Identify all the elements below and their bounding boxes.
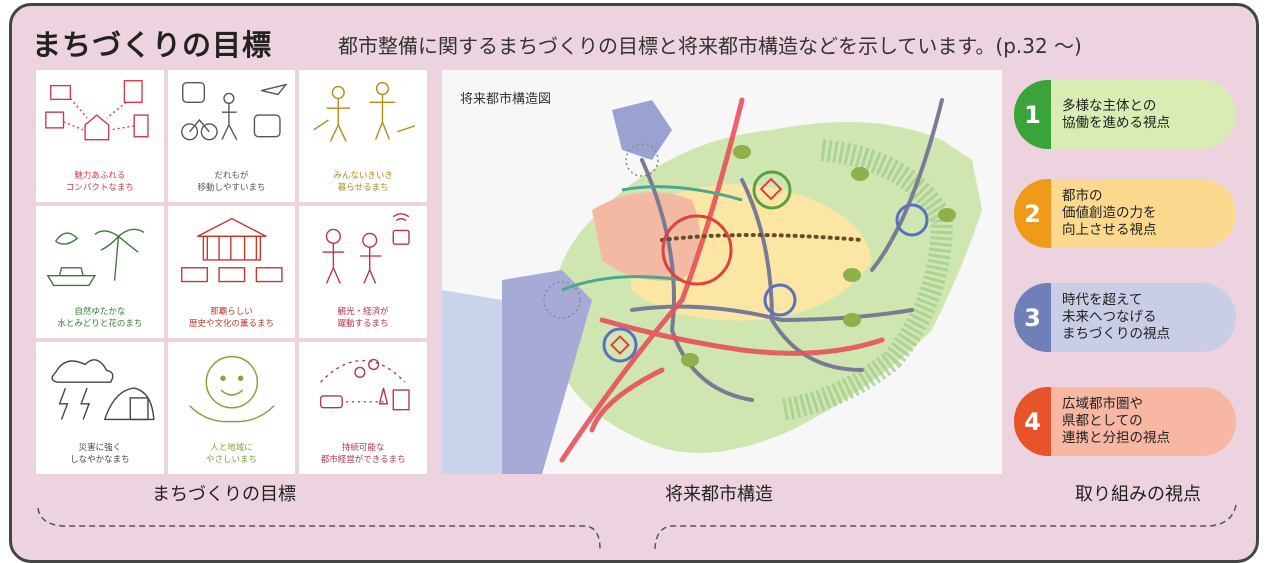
future-urban-structure-map: 将来都市構造図 xyxy=(442,70,1002,474)
dashed-brace xyxy=(37,504,1237,549)
goal-compact-city: 魅力あふれる コンパクトなまち xyxy=(36,70,164,202)
nature-illustration xyxy=(46,228,145,287)
history-culture-illustration xyxy=(180,217,283,283)
viewpoint-text: 広域都市圏や 県都としての 連携と分担の視点 xyxy=(1062,396,1170,446)
viewpoint-3: 3 時代を超えて 未来へつなげる まちづくりの視点 xyxy=(1014,283,1236,352)
goal-caption: 自然ゆたかな 水とみどりと花のまち xyxy=(57,307,143,329)
viewpoint-text: 都市の 価値創造の力を 向上させる視点 xyxy=(1062,188,1157,238)
label-structure: 将来都市構造 xyxy=(665,484,773,505)
viewpoint-text: 多様な主体との 協働を進める視点 xyxy=(1062,97,1170,131)
goal-caption: 観光・経済が 躍動するまち xyxy=(337,307,389,329)
page-title: まちづくりの目標 xyxy=(32,28,273,62)
sustainable-illustration xyxy=(320,358,410,411)
viewpoint-4: 4 広域都市圏や 県都としての 連携と分担の視点 xyxy=(1014,387,1236,456)
lively-life-illustration xyxy=(313,81,416,142)
viewpoint-2: 2 都市の 価値創造の力を 向上させる視点 xyxy=(1014,179,1236,248)
viewpoint-number: 4 xyxy=(1014,387,1051,456)
goal-disaster-resilient: 災害に強く しなやかなまち xyxy=(36,342,164,474)
goal-caption: だれもが 移動しやすいまち xyxy=(197,171,266,193)
goals-grid: 魅力あふれる コンパクトなまち だれもが 移動しやすいまち みんないきいき 暮ら… xyxy=(36,70,427,474)
kind-city-illustration xyxy=(188,355,275,423)
viewpoint-number: 3 xyxy=(1014,283,1051,352)
goal-caption: みんないきいき 暮らせるまち xyxy=(333,171,393,193)
goal-sustainable: 持続可能な 都市経営ができるまち xyxy=(299,342,427,474)
map-label: 将来都市構造図 xyxy=(460,92,552,107)
goal-caption: 魅力あふれる コンパクトなまち xyxy=(65,171,134,193)
goal-lively-life: みんないきいき 暮らせるまち xyxy=(299,70,427,202)
viewpoint-1: 1 多様な主体との 協働を進める視点 xyxy=(1014,80,1236,149)
goal-caption: 那覇らしい 歴史や文化の薫るまち xyxy=(188,307,274,329)
page-subtitle: 都市整備に関するまちづくりの目標と将来都市構造などを示しています。(p.32 ～… xyxy=(338,34,1082,58)
goal-tourism-economy: 観光・経済が 躍動するまち xyxy=(299,206,427,338)
goal-kind-city: 人と地域に やさしいまち xyxy=(167,342,296,474)
compact-city-illustration xyxy=(45,80,149,141)
viewpoint-number: 1 xyxy=(1014,80,1051,149)
goal-mobility: だれもが 移動しやすいまち xyxy=(167,70,296,202)
viewpoint-text: 時代を超えて 未来へつなげる まちづくりの視点 xyxy=(1062,292,1170,342)
map-drawing xyxy=(442,70,1002,474)
goal-caption: 持続可能な 都市経営ができるまち xyxy=(320,443,406,465)
goal-nature: 自然ゆたかな 水とみどりと花のまち xyxy=(36,206,164,338)
goal-history-culture: 那覇らしい 歴史や文化の薫るまち xyxy=(167,206,296,338)
label-viewpoints: 取り組みの視点 xyxy=(1075,484,1201,505)
mobility-illustration xyxy=(180,81,288,141)
label-goals: まちづくりの目標 xyxy=(152,484,296,505)
goal-caption: 人と地域に やさしいまち xyxy=(205,443,257,465)
tourism-economy-illustration xyxy=(322,213,410,284)
disaster-resilient-illustration xyxy=(51,359,155,421)
viewpoint-number: 2 xyxy=(1014,179,1051,248)
goal-caption: 災害に強く しなやかなまち xyxy=(70,443,130,465)
